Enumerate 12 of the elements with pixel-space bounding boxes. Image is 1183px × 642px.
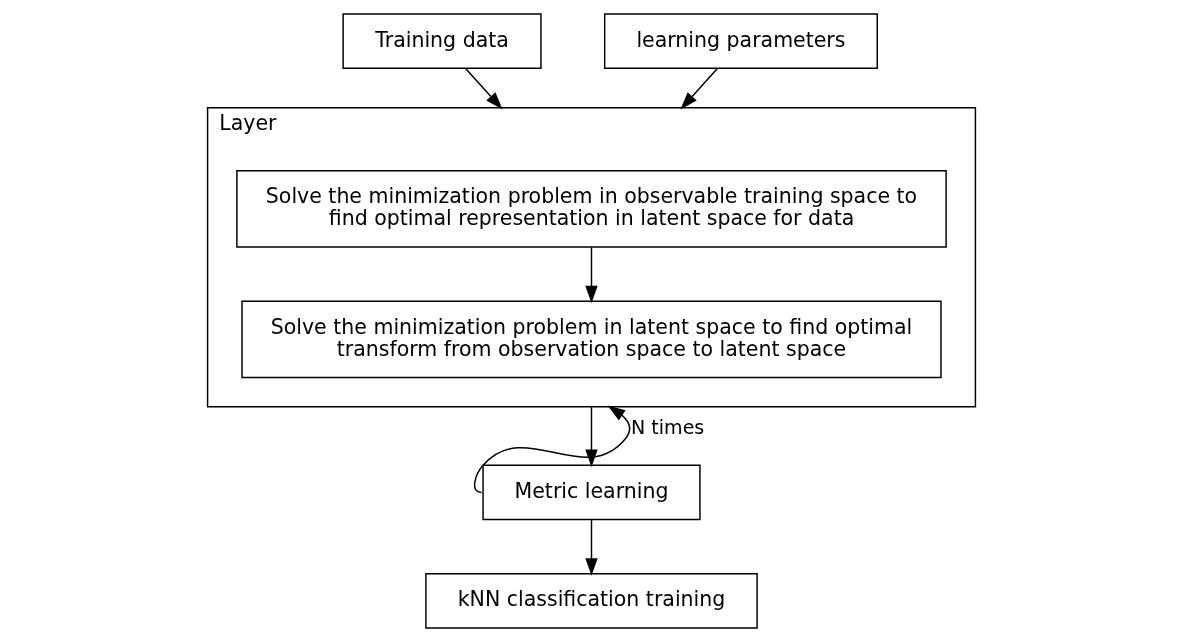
arrow: [585, 246, 598, 304]
node-box: Training data: [342, 13, 542, 69]
arrow: [680, 67, 719, 110]
node-box: Metric learning: [482, 464, 701, 521]
edge-label: N times: [631, 415, 705, 438]
arrow: [473, 405, 631, 494]
arrow: [585, 519, 598, 576]
node-box: learning parameters: [603, 13, 878, 69]
arrow: [464, 67, 503, 110]
node-box: Solve the minimization problem in observable training space to find optimal representation in latent space for data: [236, 170, 947, 248]
node-box: kNN classification training: [425, 573, 758, 629]
node-box: Solve the minimization problem in latent space to find optimal transform from observation space to latent space: [241, 300, 942, 379]
